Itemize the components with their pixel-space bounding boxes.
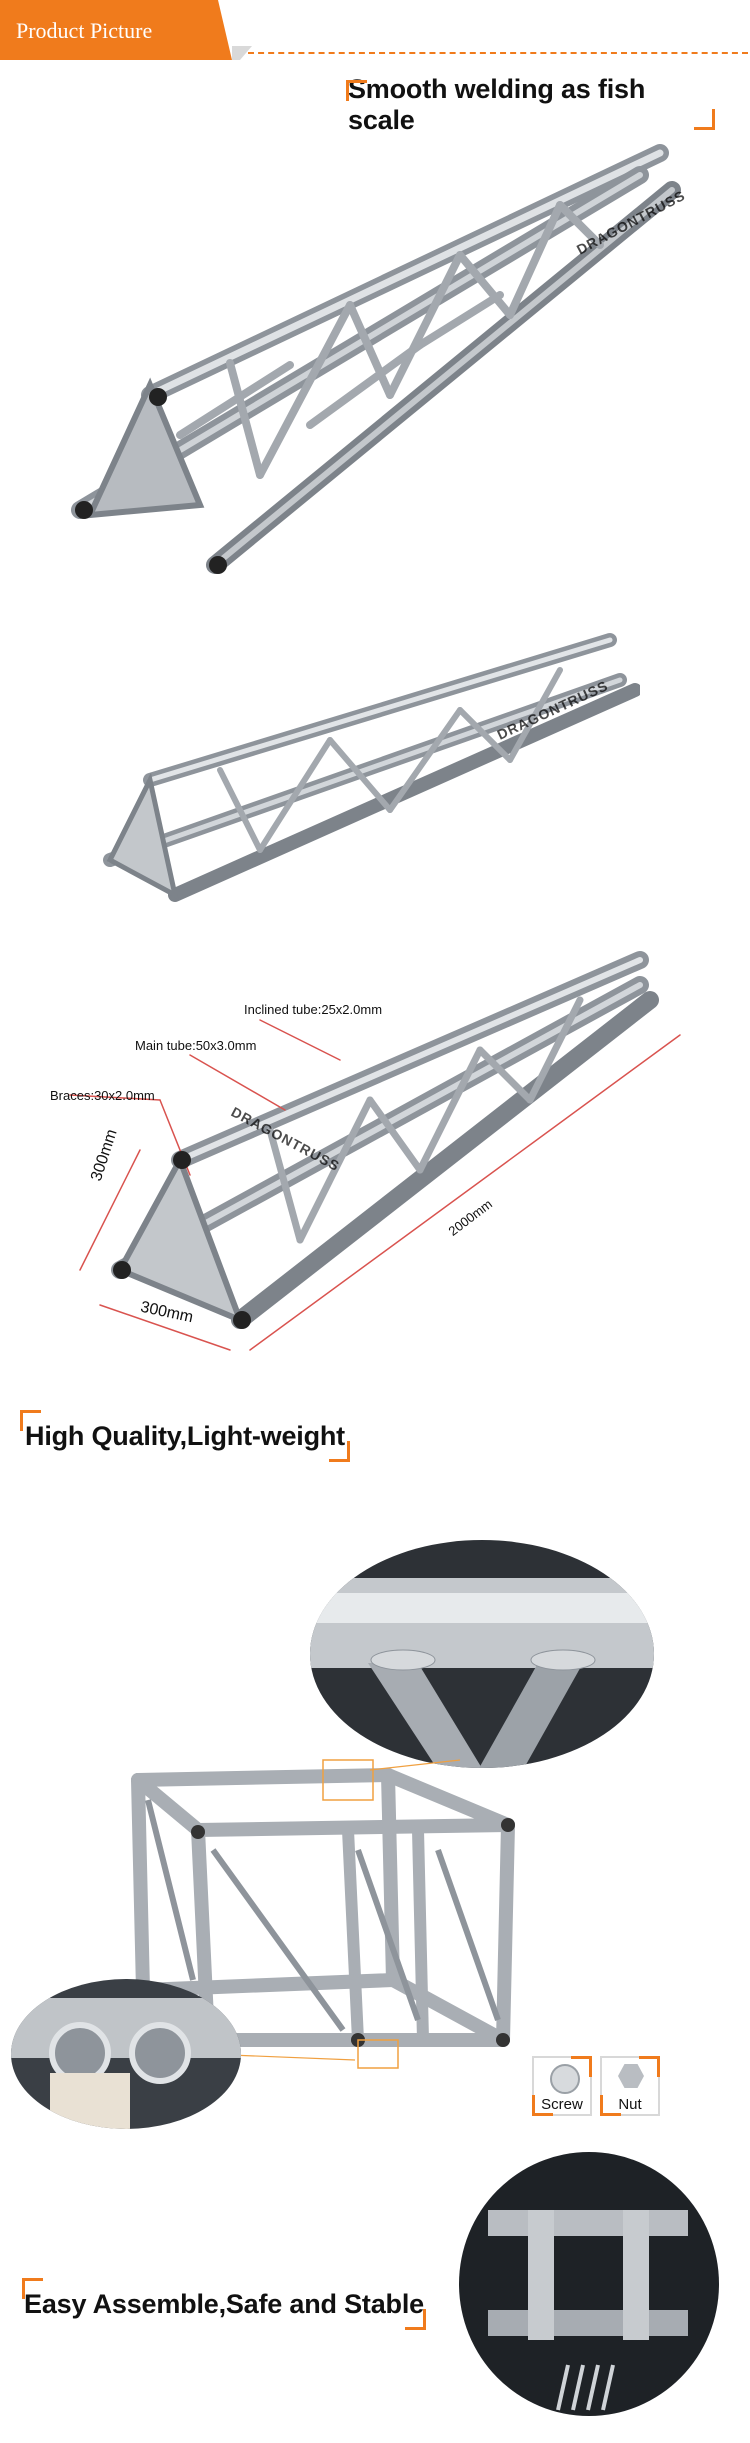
truss-image-medium: DRAGONTRUSS bbox=[103, 633, 640, 902]
caption-welding-text: Smooth welding as fish scale bbox=[348, 74, 646, 135]
coupler-detail-circle bbox=[11, 1979, 241, 2129]
assembly-detail-circle bbox=[459, 2152, 719, 2416]
screw-thumbnail: Screw bbox=[532, 2056, 592, 2116]
screw-label: Screw bbox=[541, 2096, 583, 2113]
label-braces: Braces:30x2.0mm bbox=[50, 1088, 155, 1103]
caption-quality: High Quality,Light-weight bbox=[20, 1410, 350, 1462]
caption-quality-text: High Quality,Light-weight bbox=[25, 1420, 345, 1451]
section-tab bbox=[0, 0, 232, 60]
nut-thumbnail: Nut bbox=[600, 2056, 660, 2116]
weld-detail-circle bbox=[310, 1540, 654, 1768]
label-inclined-tube: Inclined tube:25x2.0mm bbox=[244, 1002, 383, 1017]
caption-assemble-text: Easy Assemble,Safe and Stable bbox=[24, 2288, 424, 2319]
screw-icon bbox=[550, 2064, 580, 2094]
header-dashed-divider bbox=[248, 52, 748, 54]
truss-image-large: DRAGONTRUSS bbox=[71, 144, 688, 574]
caption-assemble: Easy Assemble,Safe and Stable bbox=[22, 2278, 426, 2330]
label-main-tube: Main tube:50x3.0mm bbox=[135, 1038, 257, 1053]
section-title: Product Picture bbox=[16, 18, 153, 43]
nut-label: Nut bbox=[618, 2096, 642, 2113]
caption-welding: Smooth welding as fish scale bbox=[346, 74, 715, 135]
truss-image-dimensioned: DRAGONTRUSS bbox=[69, 951, 681, 1351]
